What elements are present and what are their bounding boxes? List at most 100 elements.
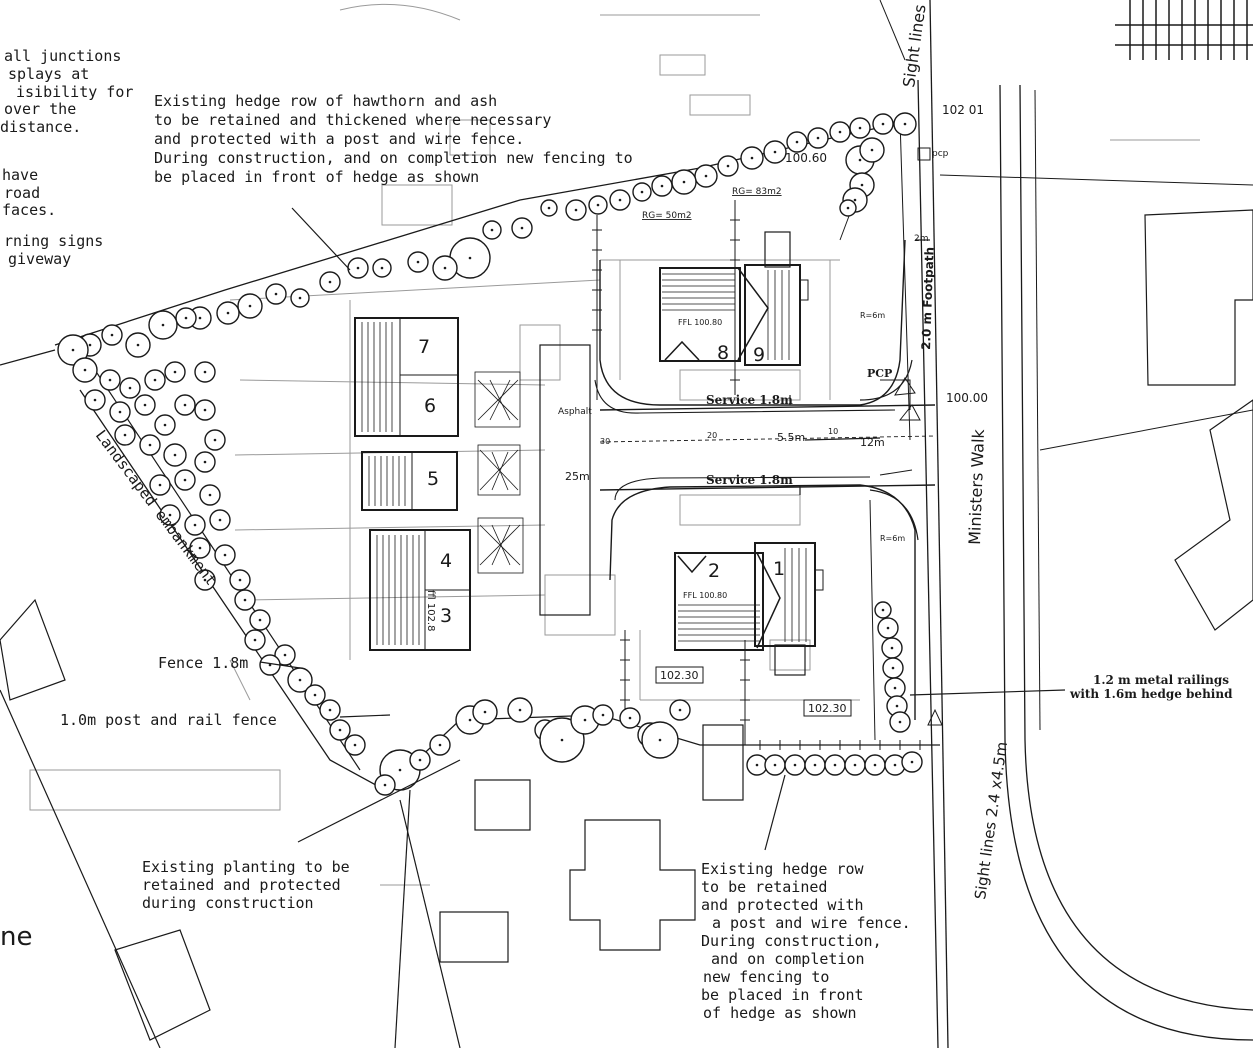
hedge-tree-centre bbox=[136, 343, 140, 347]
hedge-tree-centre bbox=[328, 280, 332, 284]
hedge-tree-centre bbox=[886, 626, 890, 630]
service-top-label: Service 1.8m bbox=[706, 393, 793, 407]
hedge-tree-centre bbox=[328, 708, 332, 712]
rg-83-label: RG= 83m2 bbox=[732, 187, 782, 197]
hedge-tree-centre bbox=[873, 763, 877, 767]
hedge-tree-centre bbox=[183, 478, 187, 482]
note-hedge-top-line: to be retained and thickened where neces… bbox=[154, 111, 551, 129]
hedge-tree-centre bbox=[773, 763, 777, 767]
hedge-tree-centre bbox=[383, 783, 387, 787]
hedge-tree-centre bbox=[816, 136, 820, 140]
hedge-tree-centre bbox=[468, 256, 472, 260]
hedge-tree-centre bbox=[183, 403, 187, 407]
radius-bottom-label: R=6m bbox=[880, 534, 905, 543]
dim-2m-label: 2m bbox=[914, 234, 929, 244]
hedge-tree-centre bbox=[755, 763, 759, 767]
building-plots-8-9 bbox=[659, 231, 809, 366]
hedge-tree-centre bbox=[838, 130, 842, 134]
hedge-tree-centre bbox=[895, 704, 899, 708]
ministers-walk-road bbox=[879, 0, 1253, 1048]
fence-label: Fence 1.8m bbox=[158, 654, 248, 672]
hedge-tree-centre bbox=[338, 728, 342, 732]
building-plots-1-2 bbox=[674, 542, 824, 676]
hedge-tree-centre bbox=[208, 493, 212, 497]
plot-number-9: 9 bbox=[753, 344, 765, 366]
hedge-tree-centre bbox=[795, 140, 799, 144]
hedge-tree-centre bbox=[574, 208, 578, 212]
hedge-tree-centre bbox=[110, 333, 114, 337]
hedge-tree-centre bbox=[443, 266, 447, 270]
hedge-tree-centre bbox=[108, 378, 112, 382]
hedge-tree-centre bbox=[601, 713, 605, 717]
hedge-tree-centre bbox=[398, 768, 402, 772]
building-plots-6-7 bbox=[354, 317, 459, 437]
hedge-tree-centre bbox=[93, 398, 97, 402]
plot-number-2: 2 bbox=[708, 560, 720, 582]
ffl-plots-8-9: FFL 100.80 bbox=[678, 318, 722, 327]
hedge-tree-centre bbox=[163, 423, 167, 427]
hedge-tree-centre bbox=[213, 438, 217, 442]
hedge-tree-centre bbox=[858, 126, 862, 130]
hedge-tree-centre bbox=[640, 190, 644, 194]
hedge-tree-centre bbox=[468, 718, 472, 722]
hedge-tree-centre bbox=[83, 368, 87, 372]
hedge-tree-centre bbox=[596, 203, 600, 207]
plot-number-3: 3 bbox=[440, 605, 452, 627]
note-hedge-bottom-line: Existing hedge row bbox=[701, 860, 865, 878]
pcp-label: PCP bbox=[867, 367, 892, 380]
note-hedge-top-line: be placed in front of hedge as shown bbox=[154, 168, 479, 186]
sight-lines-bottom-label: Sight lines 2.4 x4.5m bbox=[971, 741, 1011, 901]
note-railings-line: with 1.6m hedge behind bbox=[1069, 687, 1233, 701]
hedge-tree-centre bbox=[520, 226, 524, 230]
road-10-label: 10 bbox=[828, 427, 838, 436]
hedge-tree-centre bbox=[123, 433, 127, 437]
hedge-tree-centre bbox=[618, 198, 622, 202]
hedge-tree-centre bbox=[356, 266, 360, 270]
hedge-tree-centre bbox=[490, 228, 494, 232]
hedge-tree-centre bbox=[153, 378, 157, 382]
hedge-tree-centre bbox=[860, 183, 864, 187]
road-25m-label: 25m bbox=[565, 470, 590, 483]
hedge-tree-centre bbox=[858, 158, 862, 162]
hedge-tree-centre bbox=[793, 763, 797, 767]
note-left-line: isibility for bbox=[16, 83, 133, 101]
note-left-line: rning signs bbox=[4, 232, 103, 250]
hedge-tree-centre bbox=[628, 716, 632, 720]
hedge-tree-centre bbox=[143, 403, 147, 407]
hedge-tree-centre bbox=[813, 763, 817, 767]
note-planting-line: retained and protected bbox=[142, 876, 341, 894]
road-12m-label: 12m bbox=[860, 436, 885, 449]
hedge-tree-centre bbox=[253, 638, 257, 642]
railing-top-right bbox=[1115, 0, 1253, 60]
radius-top-label: R=6m bbox=[860, 311, 885, 320]
note-left-line: have bbox=[2, 166, 38, 184]
hedge-tree-centre bbox=[898, 720, 902, 724]
fence-lines bbox=[592, 199, 935, 750]
hedge-tree-centre bbox=[583, 718, 587, 722]
hedge-tree-centre bbox=[203, 370, 207, 374]
level-10201: 102 01 bbox=[942, 103, 984, 117]
hedge-trees bbox=[57, 112, 923, 796]
note-left-line: distance. bbox=[0, 118, 81, 136]
internal-road bbox=[594, 239, 936, 720]
hedge-tree-centre bbox=[226, 311, 230, 315]
road-55m-label: 5.5m bbox=[777, 431, 805, 444]
note-left-line: splays at bbox=[8, 65, 89, 83]
note-hedge-bottom-line: to be retained bbox=[701, 878, 827, 896]
hedge-tree-centre bbox=[704, 174, 708, 178]
hedge-tree-centre bbox=[238, 578, 242, 582]
hedge-tree-centre bbox=[682, 180, 686, 184]
road-30-label: 30 bbox=[600, 437, 610, 446]
plot-number-4: 4 bbox=[440, 550, 452, 572]
note-left-line: giveway bbox=[8, 250, 71, 268]
hedge-tree-centre bbox=[518, 708, 522, 712]
note-planting-line: Existing planting to be bbox=[142, 858, 350, 876]
note-hedge-top-line: and protected with a post and wire fence… bbox=[154, 130, 524, 148]
hedge-tree-centre bbox=[726, 164, 730, 168]
note-hedge-top-line: During construction, and on completion n… bbox=[154, 149, 633, 167]
